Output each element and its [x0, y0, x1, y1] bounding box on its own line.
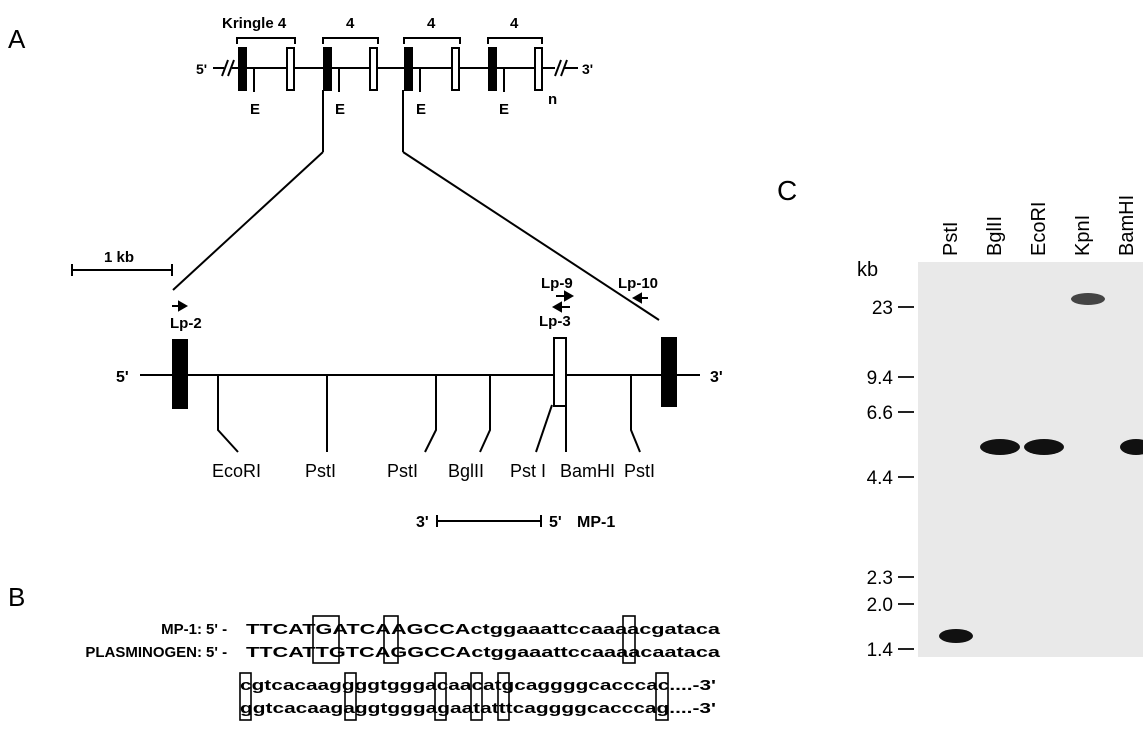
band-ecori [1024, 439, 1064, 455]
exon-label-1: E [250, 101, 260, 118]
mismatch-boxes [239, 615, 669, 721]
site-psti-3: Pst I [510, 461, 546, 481]
primer-lp2: Lp-2 [170, 315, 202, 332]
site-bamhi: BamHI [560, 461, 615, 481]
top-map-ecori-ticks [253, 68, 505, 92]
zoom-lines [172, 90, 660, 321]
band-psti [939, 629, 973, 643]
panel-b-label: B [8, 582, 25, 612]
site-psti-2: PstI [387, 461, 418, 481]
band-bamhi [1120, 439, 1143, 455]
primer-lp9: Lp-9 [541, 275, 573, 292]
marker-23: 23 [872, 298, 893, 319]
top-map-five-prime: 5' [196, 61, 207, 77]
seq-row-plg-name: PLASMINOGEN: [85, 644, 202, 661]
top-map [213, 59, 578, 77]
marker-9-4: 9.4 [867, 368, 894, 389]
site-ecori: EcoRI [212, 461, 261, 481]
band-kpni [1071, 293, 1105, 305]
primer-lp3: Lp-3 [539, 313, 571, 330]
detail-map [140, 337, 700, 409]
kringle-label-4: 4 [510, 15, 519, 32]
marker-ticks [898, 306, 914, 650]
primer-lp10: Lp-10 [618, 275, 658, 292]
kringle-brackets [236, 37, 543, 44]
seq-row-plg-prefix: 5' - [206, 644, 227, 661]
lane-label-psti: PstI [940, 222, 962, 256]
probe-label: MP-1 [577, 514, 615, 531]
seq-continuation-mp1: cgtcacaaggggtgggacaacatgcaggggcacccac...… [240, 677, 716, 694]
lane-label-bglii: BglII [984, 216, 1006, 256]
exon-label-4: E [499, 101, 509, 118]
site-bglii: BglII [448, 461, 484, 481]
scale-bar [71, 264, 173, 276]
kringle-label-1: Kringle 4 [222, 15, 287, 32]
seq-row-mp1-name: MP-1: [161, 621, 202, 638]
marker-2-3: 2.3 [867, 568, 893, 589]
gel-background [918, 262, 1143, 657]
top-map-n-label: n [548, 91, 557, 108]
panel-c-unit: kb [857, 259, 878, 281]
seq-row-mp1-prefix: 5' - [206, 621, 227, 638]
lane-label-bamhi: BamHI [1116, 195, 1138, 256]
top-map-exons [238, 47, 543, 91]
exon-label-2: E [335, 101, 345, 118]
marker-6-6: 6.6 [867, 403, 893, 424]
kringle-label-2: 4 [346, 15, 355, 32]
probe-mp1-bar [436, 515, 542, 527]
scale-bar-label: 1 kb [104, 249, 134, 266]
primer-arrows [172, 290, 648, 313]
panel-c-label: C [777, 175, 797, 206]
site-psti-4: PstI [624, 461, 655, 481]
kringle-label-3: 4 [427, 15, 436, 32]
probe-three-prime: 3' [416, 514, 429, 531]
seq-continuation-plg: ggtcacaagaggtgggagaatatttcaggggcacccag..… [240, 700, 716, 717]
detail-three-prime: 3' [710, 369, 723, 386]
marker-1-4: 1.4 [867, 640, 894, 661]
seq-row-mp1-seq: TTCATGATCAAGCCActggaaattccaaaacgataca [246, 621, 721, 638]
lane-label-kpni: KpnI [1072, 215, 1094, 256]
marker-4-4: 4.4 [867, 468, 894, 489]
restriction-site-lines [217, 375, 641, 453]
band-bglii [980, 439, 1020, 455]
panel-a-label: A [8, 24, 26, 54]
lane-label-ecori: EcoRI [1028, 202, 1050, 256]
site-psti-1: PstI [305, 461, 336, 481]
detail-five-prime: 5' [116, 369, 129, 386]
exon-label-3: E [416, 101, 426, 118]
top-map-three-prime: 3' [582, 61, 593, 77]
seq-row-plg-seq: TTCATTGTCAGGCCActggaaattccaaaacaataca [246, 644, 721, 661]
marker-2-0: 2.0 [867, 595, 893, 616]
probe-five-prime: 5' [549, 514, 562, 531]
